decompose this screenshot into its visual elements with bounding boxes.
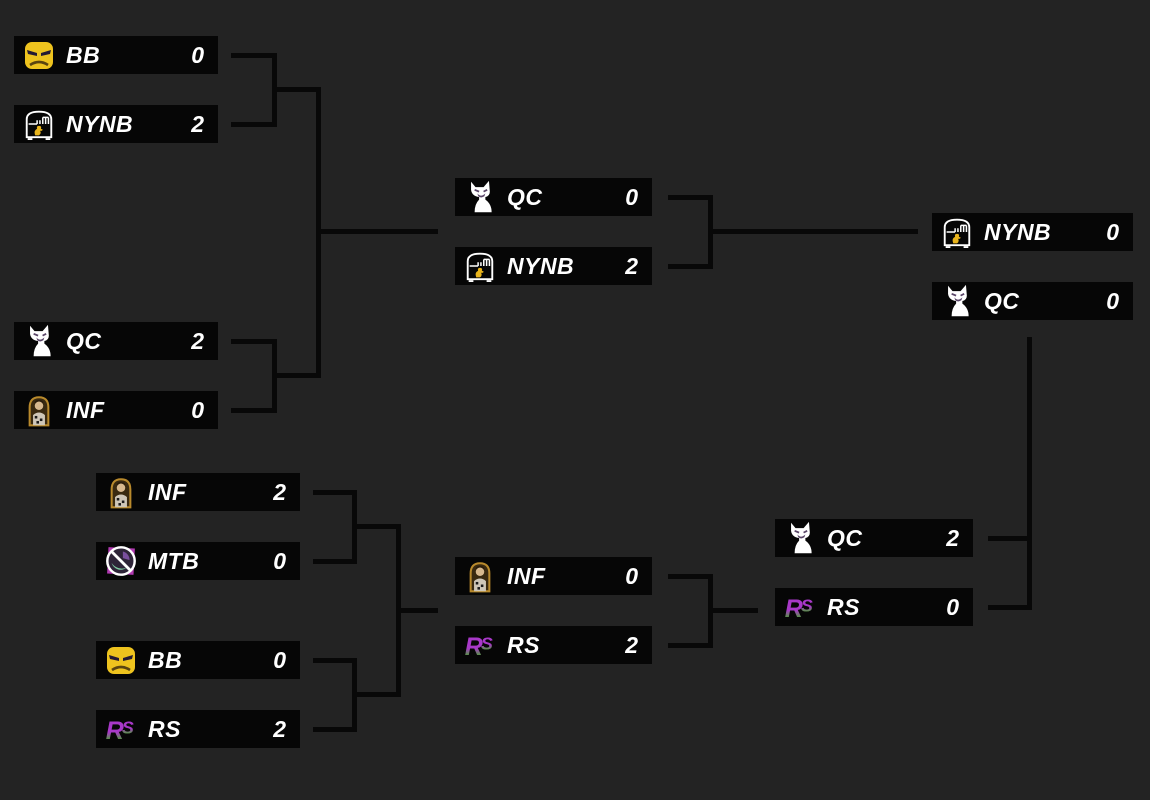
team-abbr: QC	[507, 183, 543, 210]
mtb-badge-icon	[104, 544, 138, 578]
team-abbr: NYNB	[984, 218, 1052, 245]
team-abbr: INF	[66, 396, 105, 423]
match-slot-inf[interactable]: INF 0	[14, 391, 218, 429]
connector-line	[313, 658, 357, 663]
match-slot-bb[interactable]: BB 0	[96, 641, 300, 679]
team-abbr: QC	[827, 524, 863, 551]
match-slot-qc[interactable]: QC 0	[455, 178, 652, 216]
team-score: 0	[946, 593, 959, 620]
team-abbr: BB	[66, 41, 101, 68]
match-slot-inf[interactable]: INF 0	[455, 557, 652, 595]
team-abbr: BB	[148, 646, 183, 673]
connector-line	[277, 87, 321, 92]
connector-line	[277, 373, 321, 378]
rs-letters-icon	[463, 628, 497, 662]
match-slot-rs[interactable]: RS 0	[775, 588, 973, 626]
connector-line	[708, 574, 713, 648]
connector-line	[231, 408, 277, 413]
team-score: 2	[625, 252, 638, 279]
connector-line	[231, 122, 277, 127]
team-score: 0	[625, 562, 638, 589]
inf-portrait-icon	[463, 559, 497, 593]
team-abbr: RS	[148, 715, 181, 742]
match-slot-mtb[interactable]: MTB 0	[96, 542, 300, 580]
connector-line	[713, 608, 758, 613]
qc-cat-icon	[463, 180, 497, 214]
bb-angry-face-icon	[104, 643, 138, 677]
team-score: 2	[273, 715, 286, 742]
connector-line	[988, 536, 1032, 541]
team-score: 2	[191, 327, 204, 354]
connector-line	[272, 53, 277, 127]
bb-angry-face-icon	[22, 38, 56, 72]
rs-letters-icon	[104, 712, 138, 746]
connector-line	[396, 524, 401, 697]
team-abbr: INF	[507, 562, 546, 589]
connector-line	[231, 339, 277, 344]
connector-line	[668, 643, 713, 648]
match-slot-qc[interactable]: QC 0	[932, 282, 1133, 320]
connector-line	[668, 195, 713, 200]
qc-cat-icon	[22, 324, 56, 358]
connector-line	[272, 339, 277, 413]
team-score: 2	[625, 631, 638, 658]
match-slot-nynb[interactable]: NYNB 2	[455, 247, 652, 285]
connector-line	[668, 574, 713, 579]
connector-line	[1027, 337, 1032, 610]
team-score: 2	[273, 478, 286, 505]
connector-line	[401, 608, 438, 613]
connector-line	[231, 53, 277, 58]
team-score: 0	[1106, 218, 1119, 245]
team-score: 2	[946, 524, 959, 551]
team-score: 0	[273, 646, 286, 673]
match-slot-bb[interactable]: BB 0	[14, 36, 218, 74]
nynb-piano-duck-icon	[22, 107, 56, 141]
team-score: 0	[191, 396, 204, 423]
nynb-piano-duck-icon	[940, 215, 974, 249]
connector-line	[668, 264, 713, 269]
team-score: 0	[1106, 287, 1119, 314]
team-score: 2	[191, 110, 204, 137]
team-abbr: RS	[827, 593, 860, 620]
team-abbr: NYNB	[66, 110, 134, 137]
team-abbr: RS	[507, 631, 540, 658]
team-score: 0	[625, 183, 638, 210]
team-score: 0	[191, 41, 204, 68]
match-slot-qc[interactable]: QC 2	[775, 519, 973, 557]
match-slot-nynb[interactable]: NYNB 0	[932, 213, 1133, 251]
connector-line	[708, 195, 713, 269]
qc-cat-icon	[940, 284, 974, 318]
connector-line	[313, 727, 357, 732]
nynb-piano-duck-icon	[463, 249, 497, 283]
qc-cat-icon	[783, 521, 817, 555]
team-score: 0	[273, 547, 286, 574]
connector-line	[352, 490, 357, 564]
match-slot-nynb[interactable]: NYNB 2	[14, 105, 218, 143]
team-abbr: QC	[66, 327, 102, 354]
inf-portrait-icon	[104, 475, 138, 509]
team-abbr: INF	[148, 478, 187, 505]
match-slot-rs[interactable]: RS 2	[96, 710, 300, 748]
connector-line	[313, 490, 357, 495]
connector-line	[352, 658, 357, 732]
match-slot-qc[interactable]: QC 2	[14, 322, 218, 360]
team-abbr: QC	[984, 287, 1020, 314]
connector-line	[313, 559, 357, 564]
connector-line	[316, 87, 321, 378]
team-abbr: MTB	[148, 547, 200, 574]
rs-letters-icon	[783, 590, 817, 624]
inf-portrait-icon	[22, 393, 56, 427]
match-slot-rs[interactable]: RS 2	[455, 626, 652, 664]
match-slot-inf[interactable]: INF 2	[96, 473, 300, 511]
connector-line	[713, 229, 918, 234]
team-abbr: NYNB	[507, 252, 575, 279]
connector-line	[357, 524, 401, 529]
connector-line	[321, 229, 438, 234]
connector-line	[988, 605, 1032, 610]
connector-line	[357, 692, 401, 697]
